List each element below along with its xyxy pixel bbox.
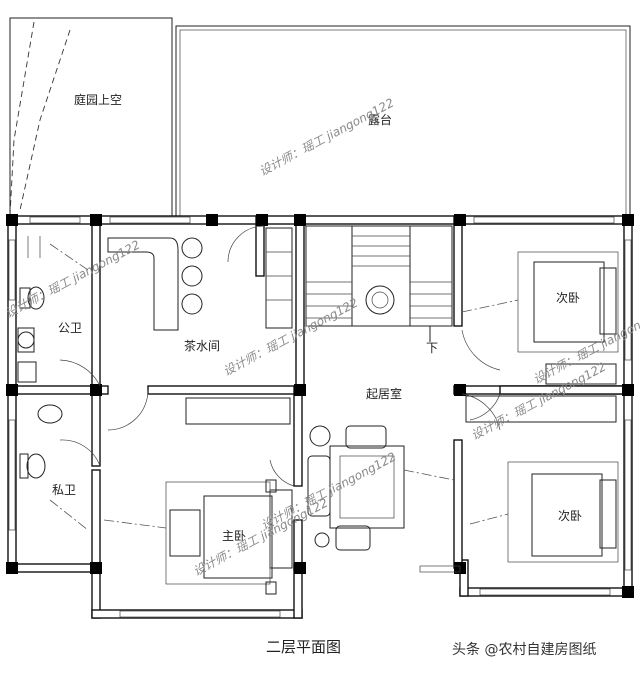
garden-void (9, 17, 173, 222)
doors (59, 225, 501, 487)
private-bath-fixtures (19, 404, 89, 531)
bedroom-a-label: 次卧 (556, 291, 580, 305)
watermark: 设计师：瑶工 jiangong122 (257, 96, 396, 179)
terrace-area (175, 25, 631, 223)
stair-down-label: 下 (426, 341, 438, 355)
watermark: 设计师：瑶工 jiangong122 (259, 450, 398, 533)
windows (8, 216, 632, 618)
tea-counter (107, 227, 293, 331)
tea-room-label: 茶水间 (184, 338, 220, 353)
master-bedroom-label: 主卧 (222, 529, 246, 543)
staircase (305, 225, 453, 342)
plan-title: 二层平面图 (266, 638, 341, 656)
living-furniture (307, 425, 461, 573)
master-bed (103, 479, 277, 595)
exterior-walls (7, 215, 633, 619)
public-bath-label: 公卫 (58, 321, 82, 335)
private-bath-label: 私卫 (52, 483, 76, 497)
bedroom-b-label: 次卧 (558, 509, 582, 523)
watermark: 设计师：瑶工 jiangong122 (221, 296, 360, 379)
public-bath-fixtures (17, 236, 89, 383)
bedroom-a-bed (461, 251, 619, 353)
credit-text: 头条 @农村自建房图纸 (452, 641, 596, 658)
bedroom-b-bed (469, 461, 619, 563)
living-room-label: 起居室 (366, 386, 402, 401)
watermark: 设计师：瑶工 jiangong122 (3, 238, 142, 321)
terrace-label: 露台 (368, 112, 392, 127)
garden-void-label: 庭园上空 (74, 92, 122, 107)
